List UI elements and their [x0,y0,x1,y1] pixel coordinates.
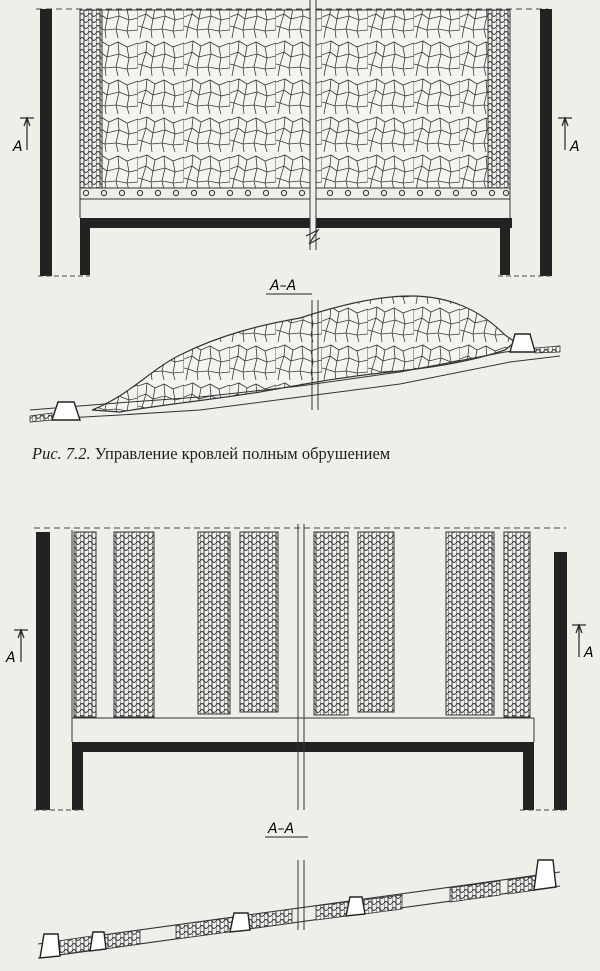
left-drift-stub [80,228,90,275]
section-mark-left: A [12,139,23,155]
right-drift-stub-2 [523,752,534,810]
pack-strip-6 [357,531,395,713]
left-gate-road [40,9,52,276]
pack-strip-7 [445,531,495,716]
section-support-right [509,333,536,353]
right-gate-road-2 [554,552,567,810]
pack-strip-3 [197,531,231,715]
caved-rock-pile [91,295,517,413]
pack-strip-5 [313,531,349,716]
caved-rock-area [79,9,511,189]
right-gate-road [540,9,552,276]
prop-row [82,189,510,197]
caption-prefix: Рис. 7.2. [32,444,91,463]
caption-text: Управление кровлей полным обрушением [90,444,391,463]
section-mark-left-2: A [5,650,16,666]
section-arrow-right-2 [572,623,586,657]
pack-strip-4 [239,531,279,713]
break-mark [305,228,321,245]
section-arrow-right [558,116,572,150]
pack-strip-1 [73,531,97,718]
left-pack-strip [79,9,103,189]
section-arrow-left-2 [14,628,28,662]
figure2-plan: A A [5,524,594,811]
figure1-plan: A A [12,0,580,277]
right-pack-strip [487,9,511,189]
right-drift-stub [500,228,510,275]
section-mark-right: A [569,139,580,155]
section-packs [57,875,537,956]
section-title-2: А–А [267,821,294,837]
section-support-left [51,401,81,421]
pack-strip-8 [503,531,531,718]
section-supports [39,859,557,959]
left-gate-road-2 [36,532,50,810]
conveyor-drift-2 [72,742,534,752]
figure2-section: А–А [37,821,561,959]
conveyor-drift [80,218,512,228]
figure-caption: Рис. 7.2. Управление кровлей полным обру… [32,444,572,464]
section-title: А–А [269,278,296,294]
section-arrow-left [20,116,34,150]
pack-strip-2 [113,531,155,718]
figure1-section: А–А [29,278,561,423]
section-mark-right-2: A [583,645,594,661]
left-drift-stub-2 [72,752,83,810]
